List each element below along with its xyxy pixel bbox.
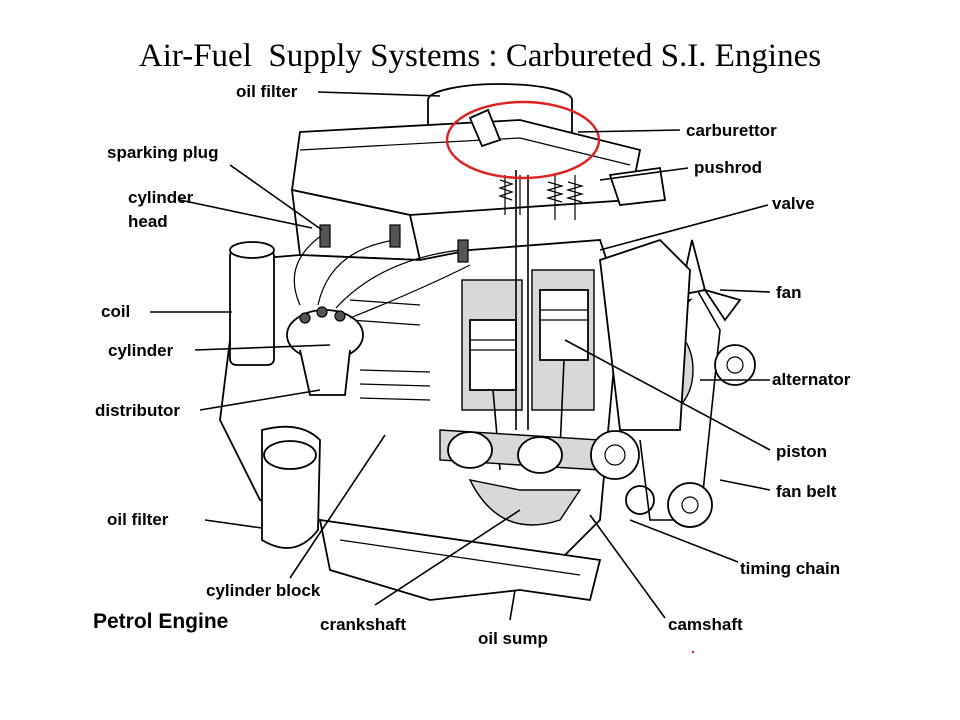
red-dot [691,650,695,654]
slide-title: Air-Fuel Supply Systems : Carbureted S.I… [138,38,822,74]
label-valve: valve [772,194,815,213]
label-cylinder-head-line2: head [128,212,168,231]
label-oil-sump: oil sump [478,629,548,648]
label-cylinder: cylinder [108,341,174,360]
label-alternator: alternator [772,370,851,389]
label-timing-chain: timing chain [740,559,840,578]
label-fan-belt: fan belt [776,482,837,501]
label-carburettor: carburettor [686,121,777,140]
label-cylinder-head-line1: cylinder [128,188,194,207]
label-oil-filter-bottom: oil filter [107,510,169,529]
label-distributor: distributor [95,401,180,420]
label-camshaft: camshaft [668,615,743,634]
engine-illustration [219,83,756,602]
leader-lines [150,91,771,621]
label-pushrod: pushrod [694,158,762,177]
label-oil-filter-top: oil filter [236,82,298,101]
carburettor-highlight [445,100,601,180]
label-cylinder-block: cylinder block [206,581,321,600]
label-coil: coil [101,302,130,321]
label-piston: piston [776,442,827,461]
label-sparking-plug: sparking plug [107,143,218,162]
label-fan: fan [776,283,802,302]
label-crankshaft: crankshaft [320,615,406,634]
diagram-caption: Petrol Engine [93,610,228,633]
